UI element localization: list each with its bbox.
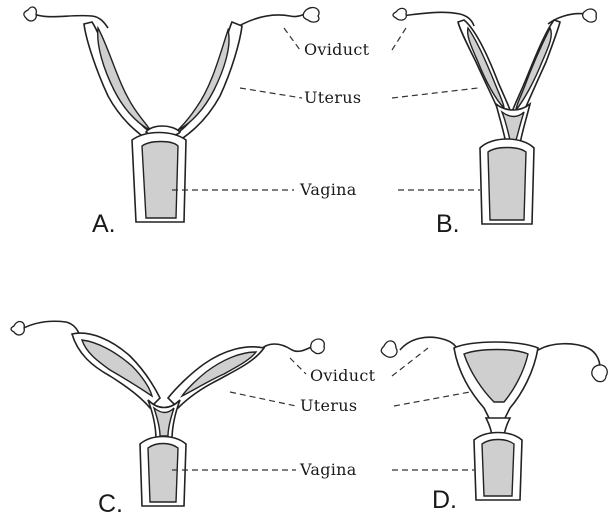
panel-label-c: C. (98, 490, 123, 517)
label-uterus-top: Uterus (304, 88, 361, 107)
panel-label-b: B. (436, 210, 460, 238)
label-vagina-bottom: Vagina (299, 460, 357, 479)
label-oviduct-bottom: Oviduct (310, 366, 376, 385)
panel-label-d: D. (432, 486, 457, 514)
panel-label-a: A. (92, 210, 116, 238)
label-oviduct-top: Oviduct (304, 40, 370, 59)
label-uterus-bottom: Uterus (300, 396, 357, 415)
panel-d-drawing (381, 337, 607, 500)
panel-c-drawing (11, 321, 324, 506)
label-vagina-top: Vagina (299, 180, 357, 199)
panel-b-drawing (393, 8, 596, 224)
